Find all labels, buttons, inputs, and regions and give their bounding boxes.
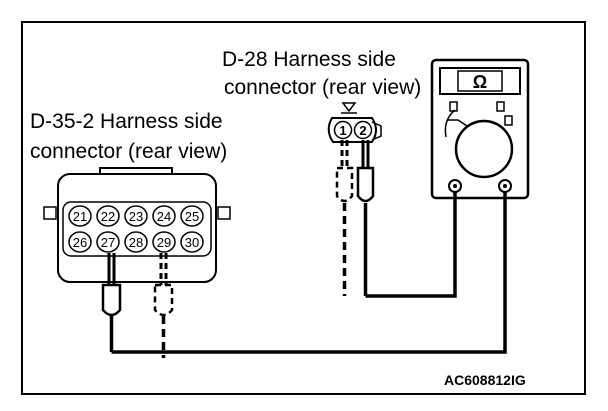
meter-switch-2 [496,101,505,112]
ohm-symbol: Ω [473,72,487,92]
probe-dashed-d28 [335,140,354,296]
meter-dial [454,119,514,179]
d35-pin-24-label: 24 [157,209,171,224]
d35-connector: 21 22 23 24 25 26 27 28 [43,167,231,283]
probe-solid-d35 [101,253,122,352]
wire-meter-to-d35 [111,192,507,354]
d35-pin-28: 28 [124,231,148,253]
diagram-frame [21,21,586,395]
meter-switch-1 [449,101,458,112]
d35-pin-26: 26 [68,231,92,253]
d35-pin-21: 21 [68,205,92,227]
d35-right-tab [217,206,231,220]
d35-pin-29-label: 29 [157,235,171,250]
d35-left-tab [43,206,57,220]
d35-pin-24: 24 [152,205,176,227]
d35-pin-30-label: 30 [185,235,199,250]
d35-pin-25-label: 25 [185,209,199,224]
d35-pin-22-label: 22 [101,209,115,224]
d35-pin-23-label: 23 [129,209,143,224]
d35-pin-23: 23 [124,205,148,227]
d35-pin-21-label: 21 [73,209,87,224]
figure-code: AC608812IG [444,372,526,388]
d35-label-line2: connector (rear view) [30,140,227,163]
d35-pin-30: 30 [180,231,204,253]
d28-pin-2: 2 [353,120,373,140]
d35-pin-27-label: 27 [101,235,115,250]
d28-connector: 1 2 [327,102,382,143]
d28-label-line2: connector (rear view) [224,76,421,99]
probe-dashed-d35 [153,253,174,358]
d28-pin-1: 1 [333,120,353,140]
d35-pin-29: 29 [152,231,176,253]
meter-switch-3 [504,115,513,126]
d35-latch [99,167,173,174]
wire-meter-to-d28 [365,192,457,298]
d28-label-line1: D-28 Harness side [222,48,396,71]
d35-pin-22: 22 [96,205,120,227]
d35-pin-26-label: 26 [73,235,87,250]
d35-pin-27: 27 [96,231,120,253]
d28-marker-icon [341,102,357,113]
d35-label-line1: D-35-2 Harness side [30,110,223,133]
d28-pin-1-label: 1 [339,123,346,138]
d35-pin-28-label: 28 [129,235,143,250]
ohmmeter: Ω [430,58,530,200]
d35-pin-25: 25 [180,205,204,227]
d28-pin-2-label: 2 [359,123,366,138]
probe-solid-d28 [356,140,375,296]
